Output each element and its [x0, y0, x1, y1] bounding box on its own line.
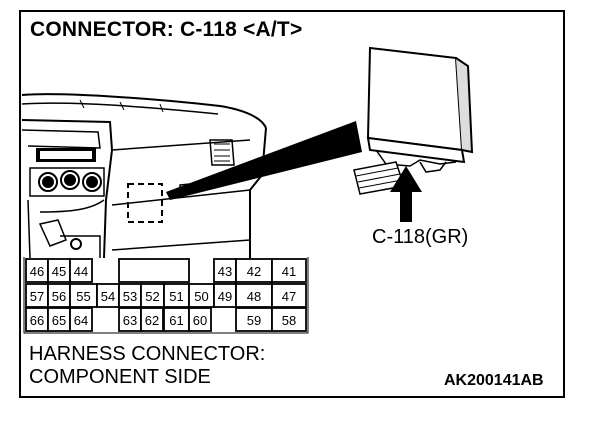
ecu-module — [353, 46, 474, 195]
pin-number: 60 — [193, 313, 207, 328]
connector-face: 46 45 44 43 42 41 57 56 55 54 53 52 51 50 49 48 47 66 65 64… — [23, 257, 309, 334]
pin-number: 63 — [123, 313, 137, 328]
pin-number: 62 — [145, 313, 159, 328]
pin-cell — [271, 307, 307, 332]
diagram-frame — [19, 10, 565, 398]
pin-number: 48 — [247, 289, 261, 304]
pin-number: 52 — [145, 289, 159, 304]
pin-number: 61 — [169, 313, 183, 328]
pin-number: 64 — [74, 313, 88, 328]
pin-number: 45 — [52, 264, 66, 279]
pin-number: 44 — [74, 264, 88, 279]
pin-number: 57 — [30, 289, 44, 304]
pin-cell — [140, 307, 164, 332]
pin-cell — [271, 283, 307, 308]
connector-callout-label: C-118(GR) — [372, 226, 469, 248]
arrow-up-icon — [390, 166, 422, 222]
pin-number: 43 — [218, 264, 232, 279]
pin-cell — [69, 307, 93, 332]
pin-cell — [188, 307, 212, 332]
pin-number: 53 — [123, 289, 137, 304]
footer-line-1: HARNESS CONNECTOR: — [29, 343, 266, 365]
pin-cell — [69, 258, 93, 283]
pin-number: 41 — [282, 264, 296, 279]
pin-number: 55 — [76, 289, 90, 304]
pin-number: 65 — [52, 313, 66, 328]
pin-number: 50 — [194, 289, 208, 304]
pin-number: 51 — [169, 289, 183, 304]
pin-number: 47 — [282, 289, 296, 304]
pin-number: 56 — [52, 289, 66, 304]
pin-number: 66 — [30, 313, 44, 328]
pin-number: 54 — [101, 289, 115, 304]
pin-number: 59 — [247, 313, 261, 328]
diagram-title: CONNECTOR: C-118 <A/T> — [30, 18, 303, 41]
pin-number: 49 — [218, 289, 232, 304]
pin-number: 42 — [247, 264, 261, 279]
pin-number: 58 — [282, 313, 296, 328]
figure-code: AK200141AB — [444, 372, 544, 389]
connector-key-housing — [118, 258, 190, 283]
pin-number: 46 — [30, 264, 44, 279]
leader-wedge — [166, 121, 362, 200]
pin-cell — [271, 258, 307, 283]
connector-outline — [23, 257, 309, 334]
footer-line-2: COMPONENT SIDE — [29, 366, 211, 388]
